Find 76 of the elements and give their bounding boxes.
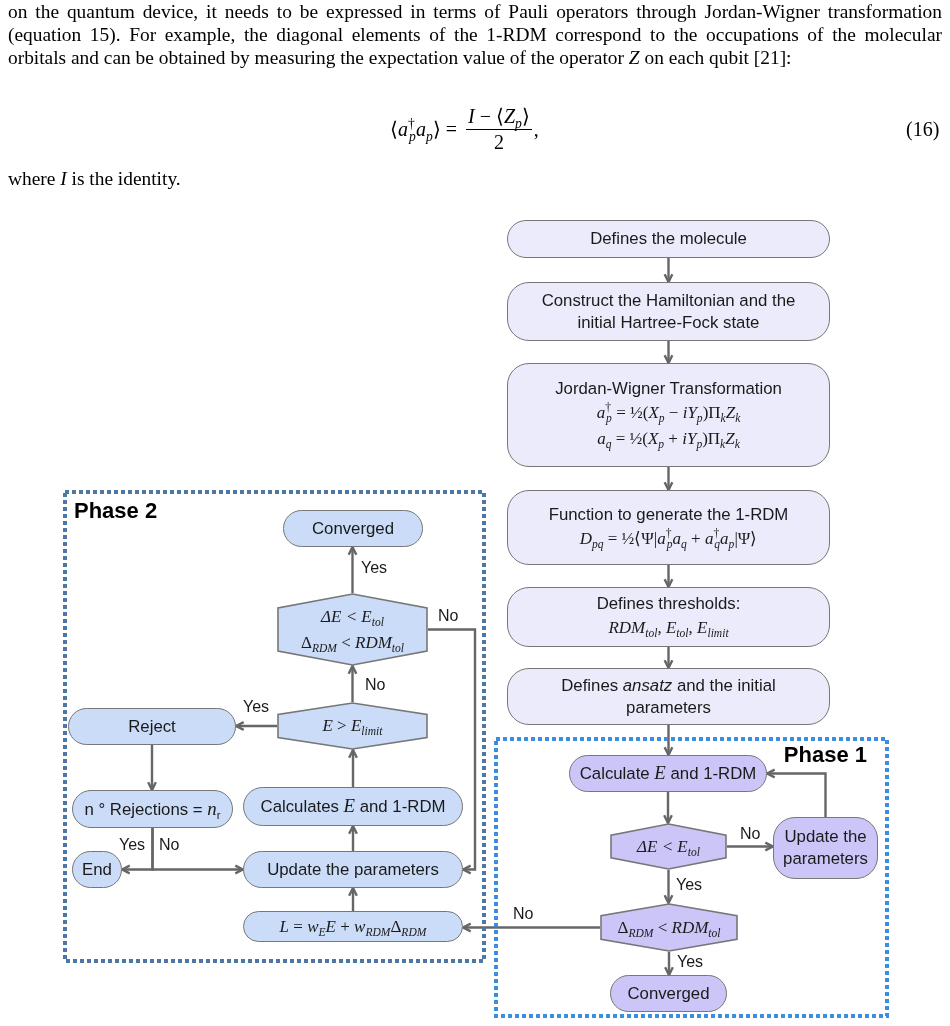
process-box [773, 817, 878, 879]
step-text: Converged [627, 982, 710, 1005]
process-box [72, 790, 233, 828]
process-box [507, 668, 830, 725]
arrow [146, 745, 158, 792]
arrow [663, 870, 674, 905]
decision-hexagon [610, 823, 727, 870]
arrow [347, 748, 359, 787]
arrow [663, 725, 674, 757]
process-box [72, 851, 122, 888]
arrow [663, 952, 675, 977]
step-text: Function to generate the 1-RDM [548, 503, 789, 526]
step-text: End [82, 858, 112, 881]
arrow [151, 828, 245, 875]
step-text: Construct the Hamiltonian and the initial Hartree-Fock state [540, 289, 797, 334]
process-box [569, 755, 767, 792]
arrow [663, 647, 674, 670]
step-text: Jordan-Wigner Transformation [555, 378, 782, 400]
arrow [347, 824, 359, 851]
formula-text: RDM$_{tol}$, E$_{tol}$, E$_{limit}$ [608, 617, 729, 641]
process-box [507, 363, 830, 467]
step-text: n ° Rejections = n$_{r}$ [84, 797, 221, 821]
equation-text: , [533, 118, 539, 141]
formula-text: ΔE < E$_{tol}$ [321, 605, 384, 630]
paragraph-text: where I is the identity. [8, 167, 181, 190]
process-box [507, 587, 830, 647]
process-box [507, 220, 830, 258]
formula-text: Δ$_{RDM}$ < RDM$_{tol}$ [300, 631, 405, 656]
arrow [347, 664, 358, 702]
paragraph-text: on the quantum device, it needs to be expressed in terms of Pauli operators through Jordan-Wigner transformation (equation 15). For example, the diagonal elements of the 1-RDM correspond to the occupations of the molecular orbitals and can be obtained by measuring the expectation value of the operator Z on each qubit [21]: [8, 0, 942, 69]
formula-text: D$_{pq}$ = ½⟨Ψ|a$^{†}$$_{p}$a$_{q}$ + a$^{†}$$_{q}$a$_{p}$|Ψ⟩ [579, 525, 758, 552]
arrow [347, 886, 359, 911]
formula-text: a$^{†}$$_{p}$ = ½(X$_{p}$ − iY$_{p}$)Π$_{k}$Z$_{k}$ [596, 400, 741, 426]
phase-title: Phase 1 [783, 743, 867, 767]
process-box [243, 911, 463, 942]
step-text: Reject [128, 715, 176, 738]
formula-text: E > E$_{limit}$ [322, 715, 383, 739]
step-text: Update the parameters [782, 826, 869, 870]
arrow [461, 922, 600, 933]
arrow [663, 341, 674, 365]
arrow [663, 258, 674, 284]
step-text: Calculate E and 1-RDM [579, 762, 757, 785]
phase-frame [63, 490, 486, 963]
decision-hexagon [277, 593, 428, 666]
process-box [283, 510, 423, 547]
arrow [663, 565, 674, 589]
process-box [507, 282, 830, 341]
process-box [610, 975, 727, 1012]
arrow [663, 467, 674, 492]
process-box [243, 787, 463, 826]
fraction-numerator: I − ⟨Z$_{p}$⟩ [465, 105, 532, 130]
fraction-denominator: 2 [493, 130, 504, 154]
process-box [507, 490, 830, 565]
step-text: Update the parameters [267, 858, 439, 881]
arrow [234, 720, 277, 732]
step-text: Converged [311, 517, 395, 540]
equation-number: (16) [906, 118, 940, 141]
decision-hexagon [600, 903, 738, 952]
formula-text: Δ$_{RDM}$ < RDM$_{tol}$ [617, 916, 721, 941]
step-text: Calculates E and 1-RDM [260, 795, 446, 818]
formula-text: a$_{q}$ = ½(X$_{p}$ + iY$_{p}$)Π$_{k}$Z$_{k}$ [597, 428, 740, 452]
arrow [662, 792, 674, 825]
decision-hexagon [277, 702, 428, 750]
formula-text: L = w$_{E}$E + w$_{RDM}$Δ$_{RDM}$ [279, 915, 427, 940]
phase-frame [494, 737, 889, 1018]
step-text: Defines thresholds: [596, 593, 741, 615]
step-text: Defines ansatz and the initial parameters [560, 674, 777, 719]
step-text: Defines the molecule [590, 228, 747, 250]
process-box [68, 708, 236, 745]
arrow [727, 841, 775, 852]
arrow [347, 545, 358, 593]
formula-text: ΔE < E$_{tol}$ [637, 835, 700, 860]
arrow [428, 628, 477, 875]
phase-title: Phase 2 [74, 499, 158, 523]
process-box [243, 851, 463, 888]
arrow [765, 768, 827, 817]
